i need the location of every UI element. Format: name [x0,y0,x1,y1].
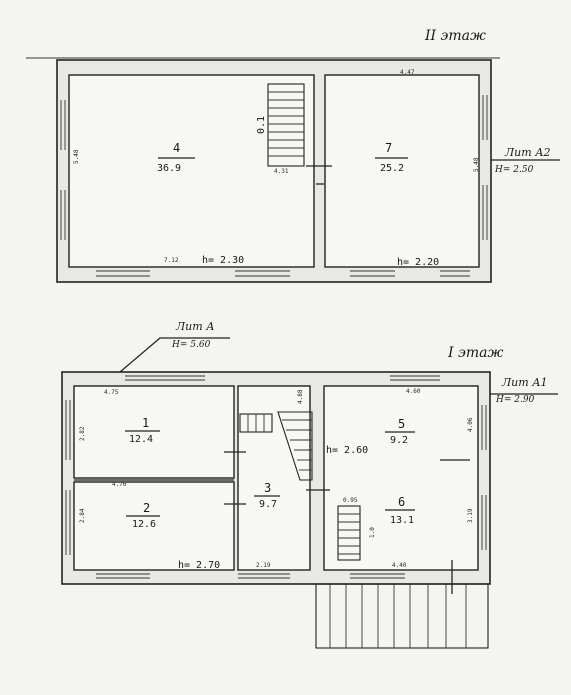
lit-a2-name: Лит А2 [504,146,551,159]
room-4-number: 4 [173,141,180,155]
floor2-mark: 0.1 [256,116,267,134]
room-7-area [324,74,480,268]
room-3-area [237,385,311,571]
lit-a1-height: Н= 2.90 [495,395,535,405]
room-1-area-value: 12.4 [129,434,153,445]
dim-1-room2-top: 4.76 [112,481,127,488]
room-2-number: 2 [143,501,150,515]
floor1-staircase [239,411,313,481]
room-1-area [73,385,235,479]
room-6-staircase [337,505,361,561]
dim-2-stair: 4.31 [274,168,289,175]
room-5-area-value: 9.2 [390,435,408,446]
dim-2-top: 4.47 [400,69,415,76]
dim-1-stair-width: 0.95 [343,497,358,504]
room-4-area-value: 36.9 [157,163,181,174]
second-floor-plan: II этаж Лит А2 Н= 2.50 4 36.9 7 25.2 h= … [26,28,560,283]
floor1-windows [65,375,487,579]
room-7-area-value: 25.2 [380,163,404,174]
dim-1-room6-bottom: 4.40 [392,562,407,569]
floor2-windows [60,95,488,277]
porch-steps [315,583,489,649]
room-7-height: h= 2.20 [397,257,439,268]
dim-1-room3-side: 4.88 [297,389,304,404]
room-2-area-value: 12.6 [132,519,156,530]
room-1-number: 1 [142,416,149,430]
lit-a-height: Н= 5.60 [171,340,211,350]
room-4-area [68,74,315,268]
dim-1-room6-side: 3.19 [467,508,474,523]
dim-1-room2-side: 2.84 [79,508,86,523]
dim-1-room5-top: 4.60 [406,388,421,395]
first-floor-plan: I этаж Лит А Н= 5.60 Лит А1 Н= 2.90 1 12… [61,320,558,649]
room-6-number: 6 [398,495,405,509]
room-2-area [73,481,235,571]
room-5-height: h= 2.60 [326,445,368,456]
room-7-number: 7 [385,141,392,155]
floor1-label: I этаж [447,345,503,361]
dim-1-room1-top: 4.75 [104,389,119,396]
lit-a1-name: Лит А1 [501,376,548,389]
floor2-label: II этаж [424,28,486,44]
dim-2-left: 5.48 [73,149,80,164]
floor2-staircase [267,83,305,167]
lit-a2-height: Н= 2.50 [494,165,534,175]
floor1-door-marks [224,451,470,594]
dim-1-room1-side: 2.82 [79,426,86,441]
dim-2-bottom: 7.12 [164,257,179,264]
lit-a-name: Лит А [175,320,215,333]
dim-1-room3-bottom: 2.19 [256,562,271,569]
lit-a-leader [119,337,230,373]
room-5-number: 5 [398,417,405,431]
dim-1-stair-len: 1.0 [369,527,376,538]
dim-1-room5-side: 4.06 [467,417,474,432]
room-5-6-area [323,385,479,571]
dim-2-right: 5.48 [473,157,480,172]
room-4-height: h= 2.30 [202,255,244,266]
room-2-height: h= 2.70 [178,560,220,571]
room-3-number: 3 [264,481,271,495]
room-6-area-value: 13.1 [390,515,414,526]
room-3-area-value: 9.7 [259,499,277,510]
